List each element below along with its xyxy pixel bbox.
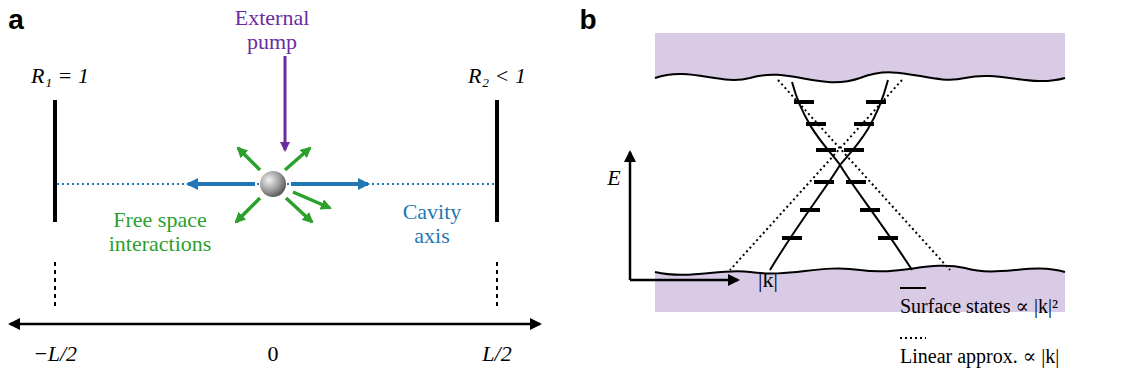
pump-label: External pump	[217, 6, 327, 54]
cavity-arrow-right	[291, 182, 368, 186]
position-label: −L/2	[33, 342, 77, 366]
energy-axis	[629, 152, 632, 280]
mirror-left	[53, 100, 57, 222]
conduction-band	[655, 33, 1065, 82]
axis-label: |k|	[758, 268, 778, 292]
legend-text: Surface states ∝ |k|²	[900, 294, 1058, 318]
legend-text: Linear approx. ∝ |k|	[900, 344, 1059, 368]
tick-left	[54, 262, 56, 306]
free-space-label: Free space interactions	[90, 208, 230, 256]
band-edge-top	[655, 72, 1065, 82]
particle	[260, 171, 286, 197]
panel-letter: b	[579, 5, 596, 35]
position-axis	[10, 323, 540, 326]
linear-approx-lines	[730, 80, 950, 270]
tick-right	[496, 262, 498, 306]
axis-label: E	[607, 166, 620, 190]
mirror-reflectivity: R₂ < 1	[468, 64, 526, 88]
momentum-axis	[630, 279, 738, 282]
cavity-axis-label: Cavity axis	[387, 200, 477, 248]
panel-letter: a	[8, 5, 24, 35]
mirror-right	[495, 100, 499, 222]
surface-state-curves	[770, 80, 912, 270]
free-space-arrows	[236, 148, 330, 222]
position-label: L/2	[482, 342, 511, 366]
band-edge-bottom	[655, 266, 1065, 275]
legend-solid-sample	[900, 287, 926, 289]
pump-arrow	[284, 56, 287, 150]
cavity-arrow-left	[188, 182, 255, 186]
bound-state-bars	[782, 102, 898, 238]
position-label: 0	[268, 342, 279, 366]
mirror-reflectivity: R₁ = 1	[31, 64, 89, 88]
legend-dotted-sample	[900, 337, 926, 339]
